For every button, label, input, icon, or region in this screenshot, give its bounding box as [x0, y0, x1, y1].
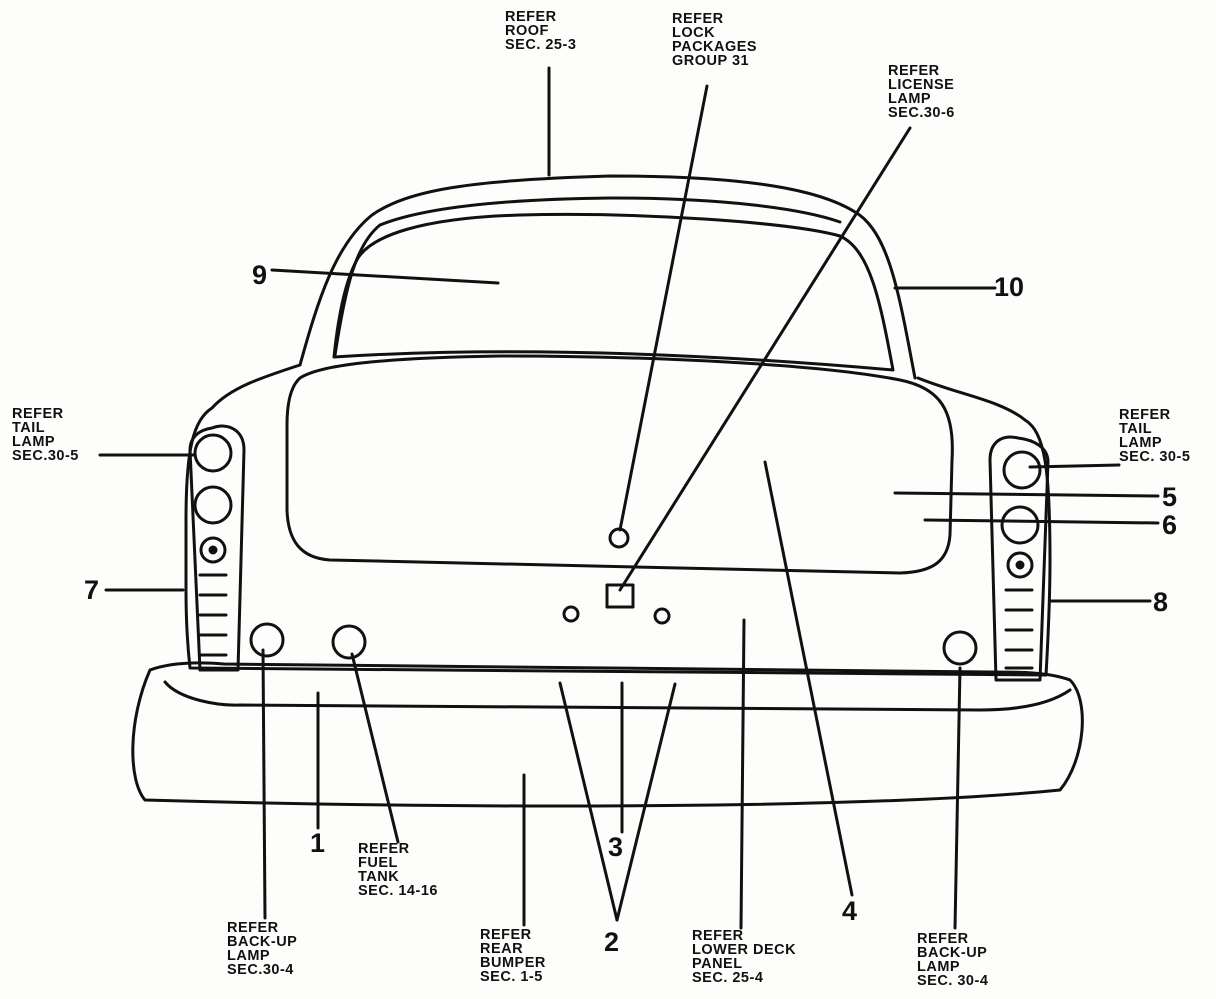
refer-tail-lamp-left-label: REFER TAIL LAMP SEC.30-5	[12, 406, 79, 464]
part-number-7: 7	[84, 575, 100, 605]
refer-roof-label: REFER ROOF SEC. 25-3	[505, 9, 577, 53]
left-reflector	[199, 536, 227, 564]
bumper-top-line	[163, 680, 1072, 712]
part-number-4: 4	[842, 896, 858, 926]
left-backup-lamp	[249, 622, 285, 658]
left-tail-lamp	[193, 433, 233, 473]
part-number-8: 8	[1153, 587, 1169, 617]
roof-outline	[298, 174, 917, 380]
license-hole-left	[562, 605, 580, 623]
right-tail-lamp	[1002, 450, 1042, 490]
rear-bumper	[131, 661, 1084, 808]
right-reflector	[1006, 551, 1034, 579]
deck-lock	[608, 527, 630, 549]
refer-tail-lamp-right-label: REFER TAIL LAMP SEC. 30-5	[1119, 407, 1191, 465]
license-hole-right	[653, 607, 671, 625]
refer-backup-lamp-left-label: REFER BACK-UP LAMP SEC.30-4	[227, 920, 298, 978]
part-number-1: 1	[310, 828, 326, 858]
refer-rear-bumper-label: REFER REAR BUMPER SEC. 1-5	[480, 927, 546, 985]
part-number-2: 2	[604, 927, 620, 957]
refer-fuel-tank-label: REFER FUEL TANK SEC. 14-16	[358, 841, 438, 899]
refer-backup-lamp-right-label: REFER BACK-UP LAMP SEC. 30-4	[917, 931, 989, 989]
part-number-6: 6	[1162, 510, 1178, 540]
part-number-10: 10	[994, 272, 1025, 302]
refer-lower-deck-panel-label: REFER LOWER DECK PANEL SEC. 25-4	[692, 928, 797, 986]
part-number-5: 5	[1162, 482, 1178, 512]
right-backup-lamp	[942, 630, 978, 666]
part-number-9: 9	[252, 260, 268, 290]
right-lamp-bezel	[988, 435, 1050, 682]
left-lamp-bezel	[188, 424, 246, 672]
deck-lid	[285, 354, 954, 575]
right-upper-lamp	[1000, 505, 1040, 545]
rear-window	[332, 212, 895, 372]
left-fuel-door	[331, 624, 367, 660]
refer-lock-packages-label: REFER LOCK PACKAGES GROUP 31	[672, 11, 758, 69]
left-upper-lamp	[193, 485, 233, 525]
part-number-3: 3	[608, 832, 624, 862]
license-lamp	[605, 583, 635, 609]
refer-license-lamp-label: REFER LICENSE LAMP SEC.30-6	[888, 63, 955, 121]
body-outline	[184, 363, 1052, 677]
